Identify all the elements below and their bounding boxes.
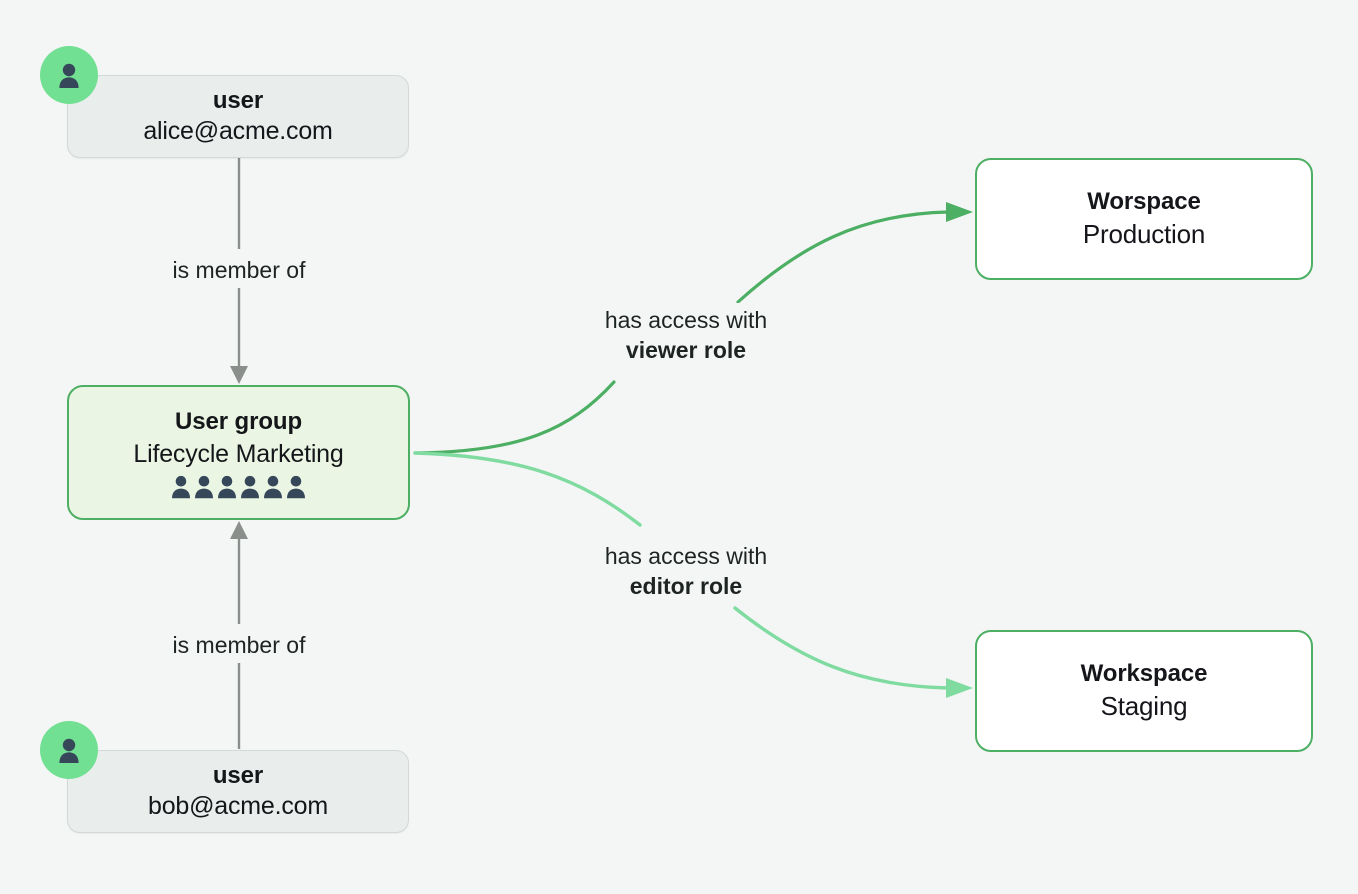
avatar bbox=[40, 721, 98, 779]
edge-label-group-to-staging: has access with editor role bbox=[583, 539, 789, 603]
node-title: Workspace bbox=[1080, 660, 1208, 687]
edge-label-line1: has access with bbox=[604, 543, 768, 569]
node-title: Worspace bbox=[1087, 188, 1201, 215]
edge-label-alice-to-group: is member of bbox=[148, 253, 330, 287]
arrowhead-right-icon bbox=[946, 678, 973, 698]
node-subtitle: Production bbox=[1082, 219, 1206, 249]
edge-label-bob-to-group: is member of bbox=[148, 628, 330, 662]
person-icon bbox=[285, 474, 307, 499]
node-workspace-staging[interactable]: Workspace Staging bbox=[975, 630, 1313, 752]
arrowhead-right-icon bbox=[946, 202, 973, 222]
edge-label-text: is member of bbox=[172, 632, 306, 658]
avatar bbox=[40, 46, 98, 104]
person-icon bbox=[239, 474, 261, 499]
group-member-icons bbox=[170, 474, 307, 499]
edge-curve-segment bbox=[733, 606, 950, 690]
node-user-alice[interactable]: user alice@acme.com bbox=[67, 75, 409, 158]
arrowhead-up-icon bbox=[230, 521, 248, 539]
node-title: user bbox=[212, 761, 264, 789]
edge-curve-segment bbox=[736, 210, 950, 304]
edge-label-line2: viewer role bbox=[625, 337, 747, 363]
edge-label-text: is member of bbox=[172, 257, 306, 283]
node-subtitle: Staging bbox=[1100, 691, 1188, 721]
node-title: User group bbox=[174, 407, 303, 435]
person-avatar-icon bbox=[56, 61, 82, 89]
person-icon bbox=[262, 474, 284, 499]
node-title: user bbox=[212, 86, 264, 114]
node-subtitle: bob@acme.com bbox=[148, 791, 328, 820]
edge-label-group-to-production: has access with viewer role bbox=[583, 303, 789, 367]
person-icon bbox=[193, 474, 215, 499]
node-subtitle: Lifecycle Marketing bbox=[133, 439, 344, 468]
node-user-bob[interactable]: user bob@acme.com bbox=[67, 750, 409, 833]
node-subtitle: alice@acme.com bbox=[143, 116, 333, 145]
person-icon bbox=[216, 474, 238, 499]
person-icon bbox=[170, 474, 192, 499]
edge-label-line2: editor role bbox=[629, 573, 743, 599]
arrowhead-down-icon bbox=[230, 366, 248, 384]
edge-curve-segment bbox=[413, 380, 616, 455]
node-workspace-production[interactable]: Worspace Production bbox=[975, 158, 1313, 280]
person-avatar-icon bbox=[56, 736, 82, 764]
edge-curve-segment bbox=[413, 451, 642, 527]
node-user-group[interactable]: User group Lifecycle Marketing bbox=[67, 385, 410, 520]
edge-label-line1: has access with bbox=[604, 307, 768, 333]
